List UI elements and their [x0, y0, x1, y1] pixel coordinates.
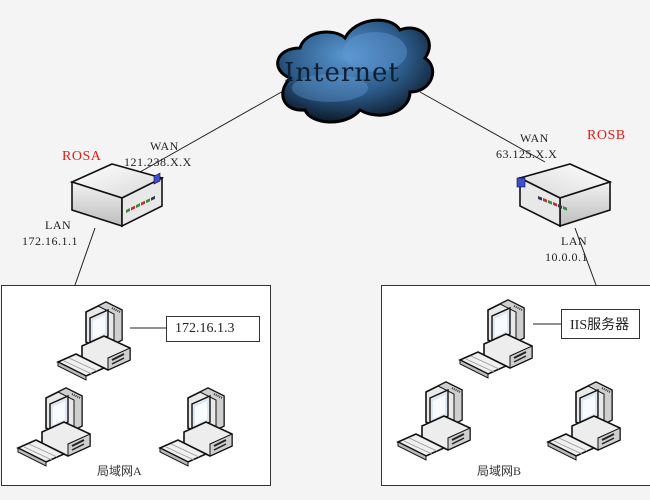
computer-icon — [459, 299, 533, 379]
link-cloud-rosa — [139, 89, 286, 173]
link-rosb-lanb — [574, 227, 597, 286]
lan-b-callout: IIS服务器 — [561, 309, 640, 339]
lan-a-name: 局域网A — [97, 464, 142, 478]
router-b-lan-label: LAN — [561, 234, 588, 248]
router-rosb-port — [516, 177, 526, 188]
computer-icon — [17, 387, 91, 467]
lan-b-name: 局域网B — [477, 464, 522, 478]
router-a-lan-label: LAN — [45, 218, 72, 232]
computer-icon — [159, 387, 233, 467]
router-a-lan-ip: 172.16.1.1 — [22, 234, 78, 248]
router-b-name: ROSB — [587, 128, 626, 143]
internet-cloud-icon — [276, 18, 435, 124]
link-rosa-lana — [74, 227, 96, 286]
router-a-wan-label: WAN — [150, 139, 179, 153]
router-b-wan-ip: 63.125.X.X — [496, 147, 558, 161]
link-cloud-rosb — [419, 91, 546, 163]
router-rosa-icon — [71, 163, 163, 227]
router-rosb-leds — [538, 196, 567, 211]
computer-icon — [397, 381, 471, 461]
computer-icon — [547, 381, 621, 461]
internet-label: Internet — [284, 58, 400, 88]
computer-icon — [57, 301, 131, 381]
lan-a-callout: 172.16.1.3 — [166, 316, 260, 342]
router-b-lan-ip: 10.0.0.1 — [545, 250, 588, 264]
router-a-name: ROSA — [62, 149, 102, 164]
router-b-wan-label: WAN — [520, 131, 549, 145]
router-a-wan-ip: 121.238.X.X — [124, 155, 192, 169]
